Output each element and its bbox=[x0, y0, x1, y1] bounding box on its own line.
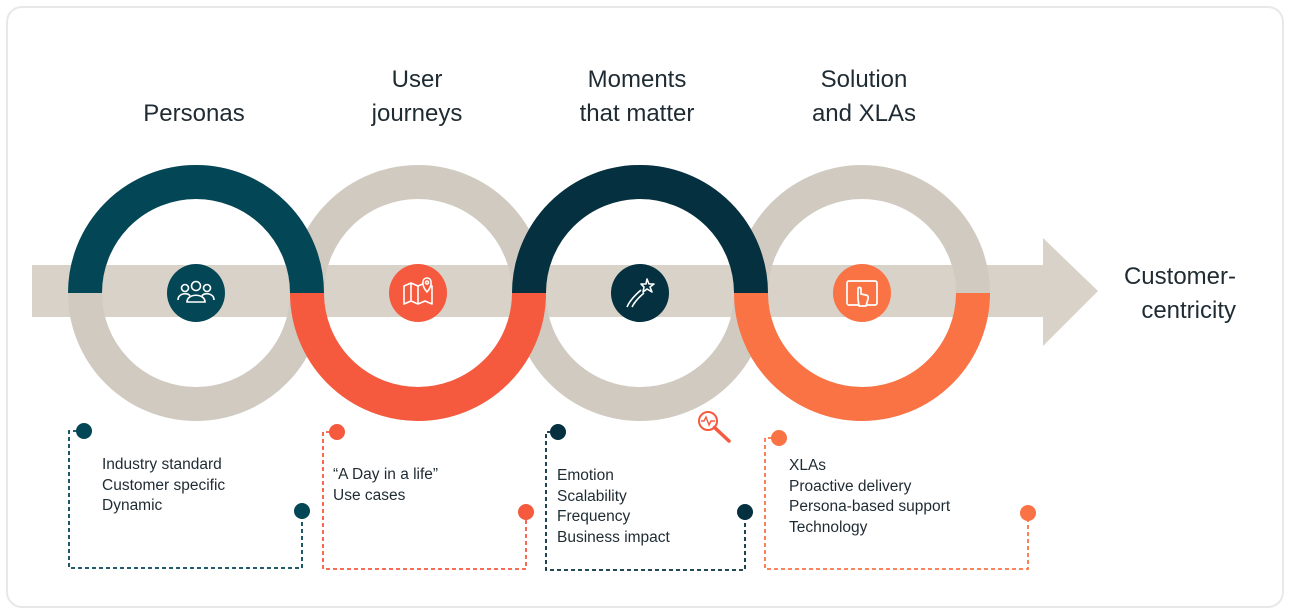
ring-1-arc bbox=[68, 165, 324, 294]
ring-2-arc bbox=[290, 292, 546, 421]
bracket-2 bbox=[322, 431, 527, 570]
bracket-3-dot-end bbox=[737, 504, 753, 520]
bracket-3-dot-start bbox=[550, 424, 566, 440]
bracket-1-dot-end bbox=[294, 503, 310, 519]
list-item: Business impact bbox=[557, 528, 670, 546]
stage-2-items: “A Day in a life” Use cases bbox=[333, 465, 438, 506]
customer-centricity-label: Customer- centricity bbox=[1123, 263, 1236, 324]
bracket-2-dot-start bbox=[329, 424, 345, 440]
list-item: XLAs bbox=[789, 457, 827, 474]
list-item: “A Day in a life” bbox=[333, 466, 439, 483]
people-group-icon bbox=[167, 264, 225, 322]
list-item: Frequency bbox=[557, 508, 631, 525]
list-item: Proactive delivery bbox=[789, 477, 912, 495]
list-item: Persona-based support bbox=[789, 498, 951, 515]
stage-1-title: Personas bbox=[143, 100, 245, 127]
ring-3-arc bbox=[512, 165, 768, 294]
bracket-4-dot-start bbox=[771, 430, 787, 446]
magnifier-pulse-icon bbox=[698, 411, 731, 443]
list-item: Emotion bbox=[557, 467, 614, 484]
list-item: Use cases bbox=[333, 486, 406, 504]
map-pin-icon bbox=[389, 264, 447, 322]
bracket-1 bbox=[68, 430, 303, 569]
bracket-4-dot-end bbox=[1020, 505, 1036, 521]
list-item: Scalability bbox=[557, 487, 627, 505]
stage-4-items: XLAs Proactive delivery Persona-based su… bbox=[789, 456, 950, 538]
list-item: Customer specific bbox=[102, 476, 226, 494]
bracket-1-dot-start bbox=[76, 423, 92, 439]
list-item: Dynamic bbox=[102, 497, 163, 514]
shooting-star-icon bbox=[611, 264, 669, 322]
stage-4-title: Solution and XLAs bbox=[811, 66, 917, 127]
stage-3-title: Moments that matter bbox=[579, 66, 695, 127]
bracket-4 bbox=[764, 437, 1029, 570]
list-item: Technology bbox=[789, 518, 868, 536]
ring-4-arc bbox=[734, 292, 990, 421]
bracket-2-dot-end bbox=[518, 504, 534, 520]
stage-3-items: Emotion Scalability Frequency Business i… bbox=[557, 466, 670, 548]
list-item: Industry standard bbox=[102, 456, 222, 473]
stage-2-title: User journeys bbox=[371, 66, 463, 127]
touch-screen-icon bbox=[833, 264, 891, 322]
stage-1-items: Industry standard Customer specific Dyna… bbox=[102, 455, 225, 517]
